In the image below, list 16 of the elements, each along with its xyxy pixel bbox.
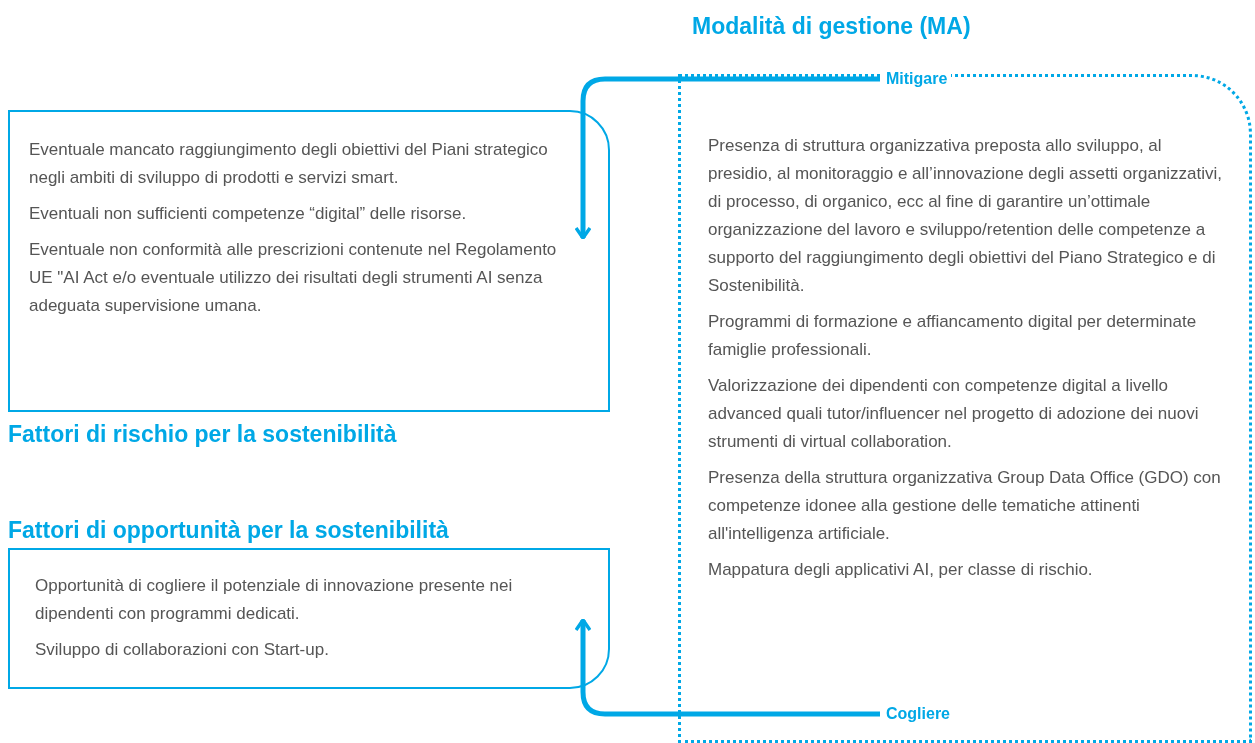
arrow bbox=[574, 76, 880, 240]
description-text: Sviluppo di collaborazioni con Start-up. bbox=[35, 639, 330, 661]
description-text: Presenza di struttura organizzativa preposta allo sviluppo, al presidio, al monitoraggio e all’innovazione degli assetti organizzativi, di processo, di organico, ecc al fine di garantire un’ottimale organizzazione del lavoro e sviluppo/retention delle competenze a supporto del raggiungimento degli obiettivi del Piano Strategico e di Sostenibilità. bbox=[708, 135, 1224, 297]
description-text: Eventuale mancato raggiungimento degli obiettivi del Piani strategico negli ambiti di sviluppo di prodotti e servizi smart. bbox=[29, 139, 549, 189]
arrow bbox=[574, 618, 880, 717]
description-text: Presenza della struttura organizzativa Group Data Office (GDO) con competenze idonee alla gestione delle tematiche attinenti all'intelligenza artificiale. bbox=[708, 467, 1222, 545]
description-text: Programmi di formazione e affiancamento digital per determinate famiglie professionali. bbox=[708, 311, 1198, 361]
description-text: Opportunità di cogliere il potenziale di innovazione presente nei dipendenti con programmi dedicati. bbox=[35, 575, 514, 625]
section-heading: Modalità di gestione (MA) bbox=[692, 12, 971, 40]
description-text: Eventuale non conformità alle prescrizioni contenute nel Regolamento UE "AI Act e/o eventuale utilizzo dei risultati degli strumenti AI senza adeguata supervisione umana. bbox=[29, 239, 558, 317]
description-text: Valorizzazione dei dipendenti con competenze digital a livello advanced quali tutor/influencer nel progetto di adozione dei nuovi strumenti di virtual collaboration. bbox=[708, 375, 1200, 453]
edge-label: Mitigare bbox=[882, 69, 952, 89]
section-heading: Fattori di opportunità per la sostenibilità bbox=[8, 516, 449, 544]
description-text: Mappatura degli applicativi AI, per classe di rischio. bbox=[708, 559, 1094, 581]
section-heading: Fattori di rischio per la sostenibilità bbox=[8, 420, 397, 448]
description-text: Eventuali non sufficienti competenze “digital” delle risorse. bbox=[29, 203, 468, 225]
